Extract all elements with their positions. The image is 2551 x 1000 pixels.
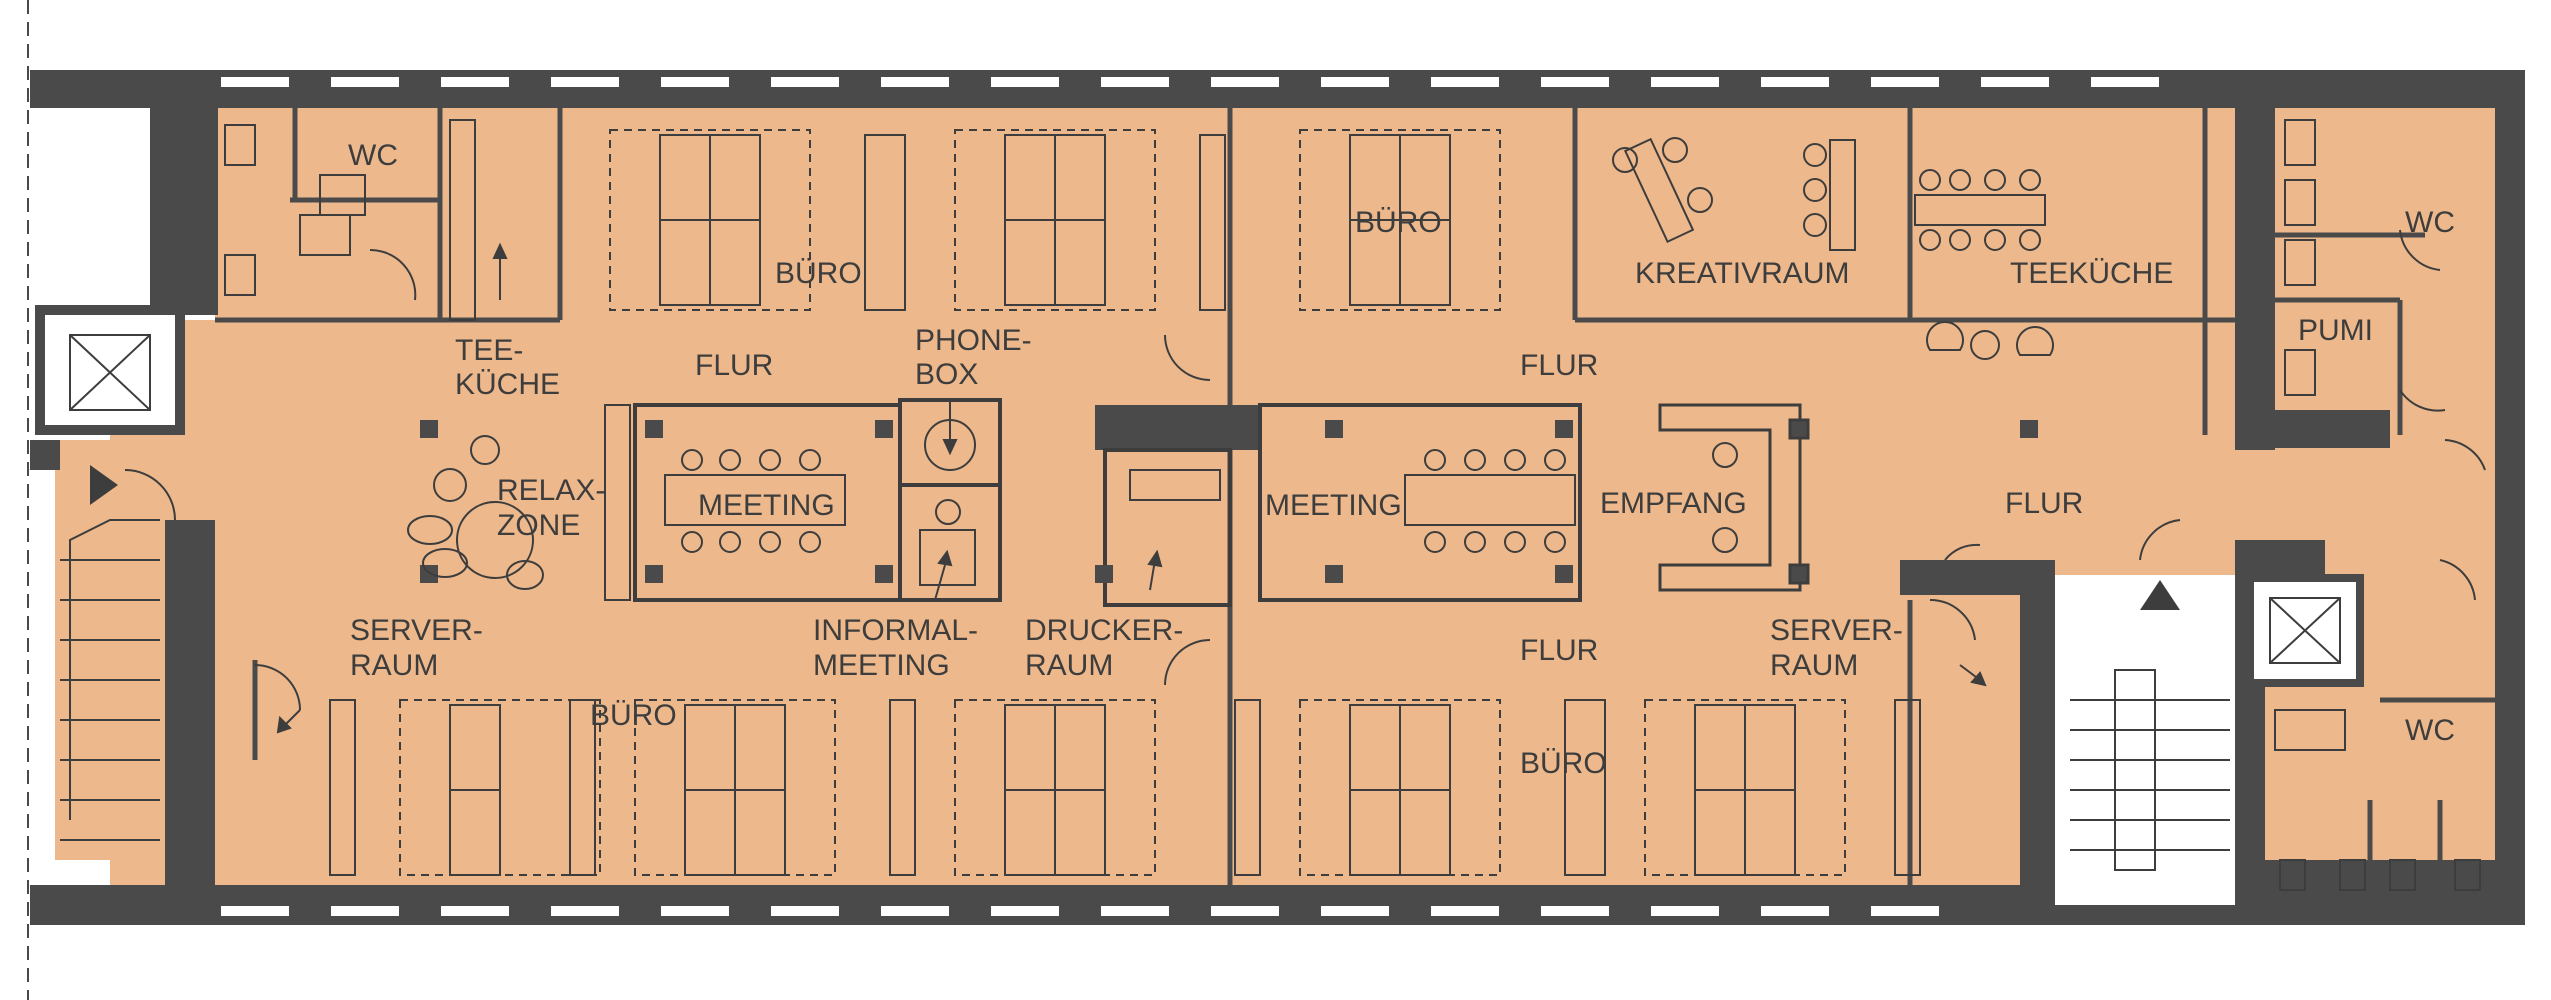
room-label-buero: BÜRO — [1520, 747, 1607, 780]
room-label-flur: FLUR — [2005, 487, 2083, 520]
reception-desk — [1658, 403, 1810, 592]
room-label-flur: FLUR — [1520, 634, 1598, 667]
meeting-room-left — [604, 403, 902, 602]
left-elevator — [35, 305, 185, 435]
room-label-informal-meeting: INFORMAL- MEETING — [813, 614, 986, 682]
column — [1095, 565, 1113, 583]
column — [420, 565, 438, 583]
column — [2020, 420, 2038, 438]
room-label-flur: FLUR — [695, 349, 773, 382]
room-label-teekueche: TEE- KÜCHE — [455, 334, 560, 401]
windows-bottom — [219, 904, 1941, 918]
doors — [124, 229, 2486, 711]
storage-cabinets — [329, 134, 1921, 876]
relax-zone-seating — [407, 435, 544, 590]
left-staircase — [60, 519, 160, 841]
entrance-arrow-icon — [90, 465, 118, 505]
room-label-wc: WC — [348, 139, 398, 172]
room-label-meeting: MEETING — [698, 489, 835, 522]
room-label-buero: BÜRO — [590, 699, 677, 732]
drucker-raum — [1103, 448, 1232, 607]
room-label-phonebox: PHONE- BOX — [915, 324, 1040, 391]
room-label-serverraum: SERVER- RAUM — [350, 614, 491, 682]
windows-top — [219, 75, 2161, 89]
room-labels: WC TEE- KÜCHE BÜRO BÜRO KREATIVRAUM TEEK… — [348, 139, 2455, 780]
right-staircase — [2055, 575, 2235, 905]
room-label-relaxzone: RELAX- ZONE — [497, 474, 614, 542]
room-label-wc: WC — [2405, 714, 2455, 747]
room-label-druckerraum: DRUCKER- RAUM — [1025, 614, 1192, 682]
entrance-arrow-icon — [2140, 580, 2180, 610]
desks — [449, 134, 1796, 876]
room-label-buero: BÜRO — [1355, 206, 1442, 239]
room-label-teekueche: TEEKÜCHE — [2010, 257, 2173, 290]
kitchen-counters — [449, 119, 2054, 360]
kreativraum-furniture — [1612, 137, 1856, 251]
meeting-room-right — [1258, 403, 1582, 602]
room-label-serverraum: SERVER- RAUM — [1770, 614, 1911, 682]
right-elevator — [2246, 574, 2364, 687]
wc-fixtures — [224, 119, 2481, 891]
column — [420, 420, 438, 438]
room-label-pumi: PUMI — [2298, 314, 2373, 347]
room-label-kreativraum: KREATIVRAUM — [1635, 257, 1849, 290]
room-label-flur: FLUR — [1520, 349, 1598, 382]
desk-clusters — [399, 129, 1846, 876]
informal-meeting-room — [898, 483, 1002, 602]
room-label-meeting: MEETING — [1265, 489, 1402, 522]
direction-arrows — [276, 242, 1987, 734]
room-label-wc: WC — [2405, 206, 2455, 239]
room-label-buero: BÜRO — [775, 257, 862, 290]
room-label-empfang: EMPFANG — [1600, 487, 1747, 520]
